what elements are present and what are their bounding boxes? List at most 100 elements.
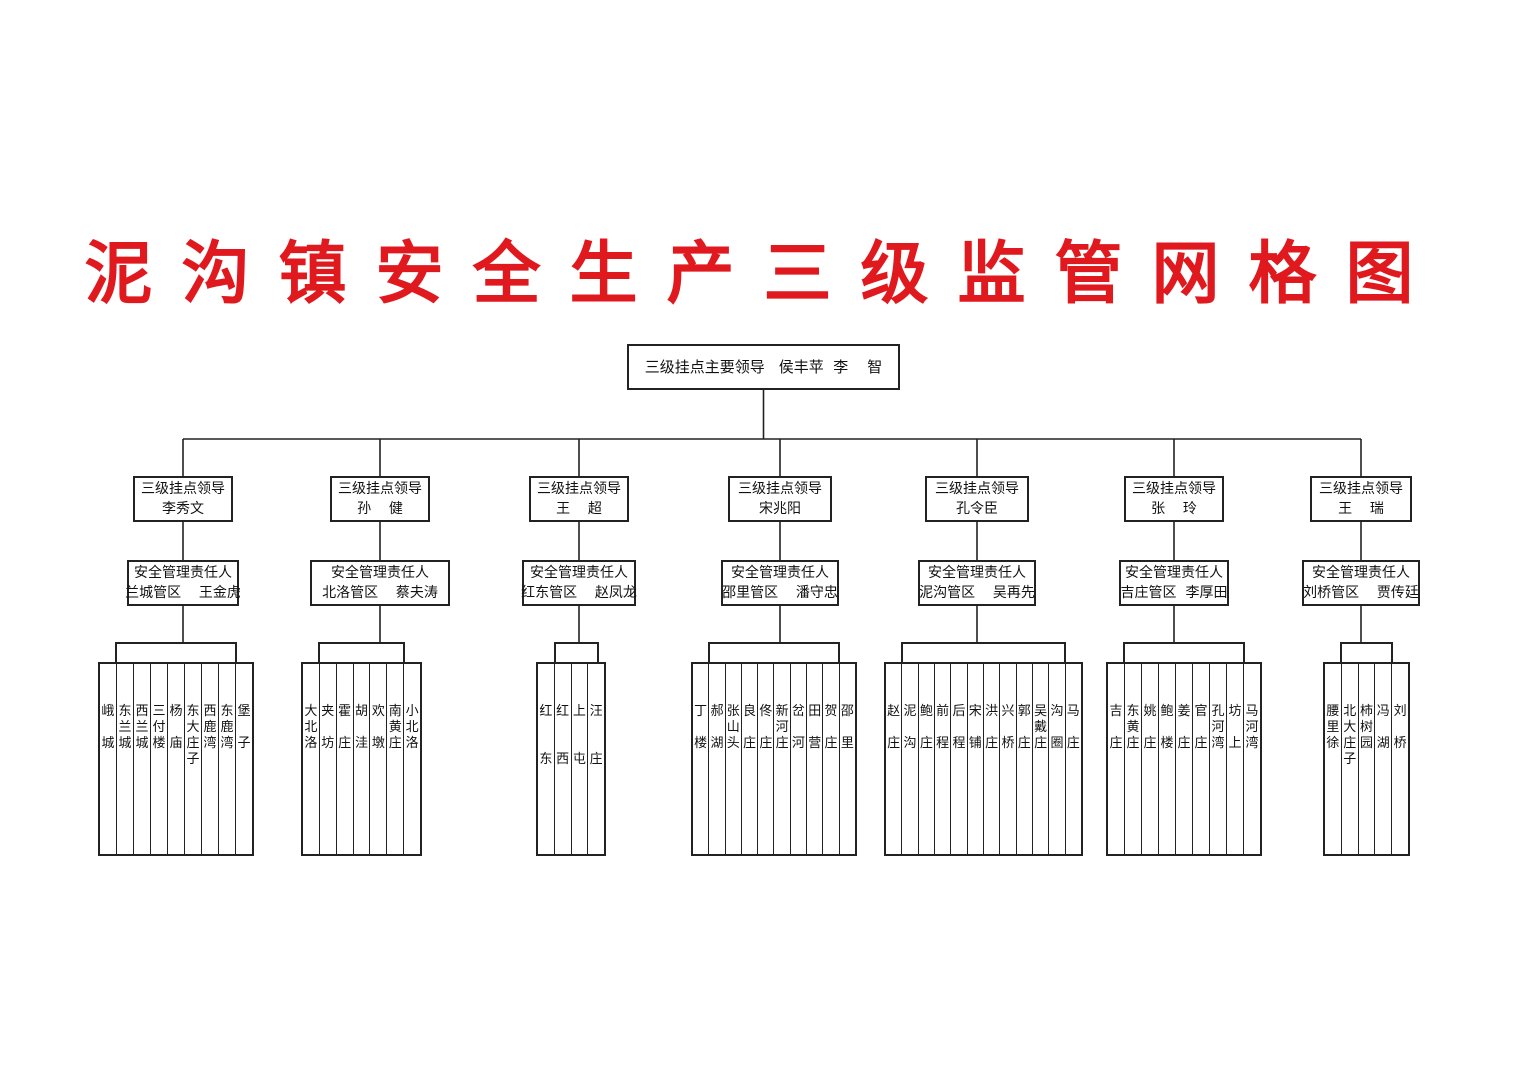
- village-cell: 洪 庄: [984, 664, 1001, 854]
- village-name: 良 庄: [743, 704, 757, 751]
- manager-box: 安全管理责任人吉庄管区 李厚田: [1119, 560, 1229, 606]
- village-name: 红 东: [539, 704, 553, 767]
- manager-label: 安全管理责任人: [731, 565, 829, 581]
- village-cell: 欢 墩: [370, 664, 388, 854]
- village-cell: 坊 上: [1227, 664, 1244, 854]
- leader-name: 李秀文: [162, 501, 204, 517]
- leader-box: 三级挂点领导王 超: [529, 476, 629, 522]
- village-cell: 马 庄: [1066, 664, 1081, 854]
- village-name: 胡 洼: [355, 704, 369, 751]
- village-name: 杨 庙: [169, 704, 183, 751]
- village-cell: 柿 树 园: [1359, 664, 1376, 854]
- leader-label: 三级挂点领导: [935, 481, 1019, 497]
- manager-label: 安全管理责任人: [1312, 565, 1410, 581]
- village-name: 姚 庄: [1143, 704, 1157, 751]
- manager-name: 北洛管区 蔡夫涛: [322, 585, 438, 601]
- village-name: 刘 桥: [1393, 704, 1407, 751]
- top-leader-box: 三级挂点主要领导 侯丰苹 李 智: [627, 344, 900, 390]
- village-cell: 东 兰 城: [117, 664, 134, 854]
- village-name: 田 营: [808, 704, 822, 751]
- manager-label: 安全管理责任人: [928, 565, 1026, 581]
- village-name: 峨 城: [101, 704, 115, 751]
- manager-label: 安全管理责任人: [530, 565, 628, 581]
- village-name: 宋 铺: [968, 704, 982, 751]
- village-name: 鲍 楼: [1160, 704, 1174, 751]
- village-cell: 腰 里 徐: [1325, 664, 1342, 854]
- village-cell: 新 河 庄: [774, 664, 791, 854]
- village-group: 赵 庄泥 沟鲍 庄前 程后 程宋 铺洪 庄兴 桥郭 庄吴 戴 庄沟 圈马 庄: [884, 662, 1083, 856]
- village-bracket: [707, 642, 841, 662]
- manager-box: 安全管理责任人邵里管区 潘守忠: [721, 560, 839, 606]
- village-name: 新 河 庄: [775, 704, 789, 751]
- village-cell: 贺 庄: [823, 664, 840, 854]
- village-group: 丁 楼郝 湖张 山 头良 庄佟 庄新 河 庄岔 河田 营贺 庄邵 里: [691, 662, 857, 856]
- manager-name: 泥沟管区 吴再先: [919, 585, 1035, 601]
- leader-label: 三级挂点领导: [1319, 481, 1403, 497]
- village-name: 西 兰 城: [135, 704, 149, 751]
- village-cell: 夹 坊: [320, 664, 337, 854]
- village-cell: 堡 子: [236, 664, 252, 854]
- village-cell: 沟 圈: [1049, 664, 1066, 854]
- village-cell: 刘 桥: [1392, 664, 1408, 854]
- village-group: 腰 里 徐北 大 庄 子柿 树 园冯 湖刘 桥: [1323, 662, 1410, 856]
- village-cell: 胡 洼: [354, 664, 371, 854]
- village-cell: 姜 庄: [1176, 664, 1193, 854]
- village-cell: 三 付 楼: [151, 664, 168, 854]
- village-name: 后 程: [952, 704, 966, 751]
- village-name: 兴 桥: [1001, 704, 1015, 751]
- manager-box: 安全管理责任人刘桥管区 贾传廷: [1302, 560, 1420, 606]
- village-name: 东 大 庄 子: [186, 704, 200, 767]
- village-bracket: [1340, 642, 1393, 662]
- village-name: 大 北 洛: [304, 704, 318, 751]
- village-name: 郝 湖: [710, 704, 724, 751]
- page-title: 泥沟镇安全生产三级监管网格图: [84, 235, 1443, 314]
- village-cell: 吉 庄: [1108, 664, 1125, 854]
- village-group: 吉 庄东 黄 庄姚 庄鲍 楼姜 庄官 庄孔 河 湾坊 上马 河 湾: [1106, 662, 1262, 856]
- village-bracket: [1123, 642, 1245, 662]
- village-name: 马 河 湾: [1245, 704, 1259, 751]
- manager-box: 安全管理责任人泥沟管区 吴再先: [918, 560, 1036, 606]
- village-cell: 西 鹿 湾: [202, 664, 219, 854]
- manager-box: 安全管理责任人红东管区 赵凤龙: [521, 560, 637, 606]
- village-cell: 马 河 湾: [1244, 664, 1260, 854]
- leader-name: 孔令臣: [956, 501, 998, 517]
- village-cell: 鲍 楼: [1159, 664, 1176, 854]
- manager-name: 红东管区 赵凤龙: [521, 585, 637, 601]
- village-name: 吴 戴 庄: [1034, 704, 1048, 751]
- village-bracket: [318, 642, 405, 662]
- leader-name: 宋兆阳: [759, 501, 801, 517]
- village-cell: 东 大 庄 子: [185, 664, 202, 854]
- leader-box: 三级挂点领导李秀文: [133, 476, 233, 522]
- village-cell: 赵 庄: [886, 664, 903, 854]
- leader-box: 三级挂点领导宋兆阳: [728, 476, 832, 522]
- village-cell: 西 兰 城: [134, 664, 151, 854]
- village-cell: 小 北 洛: [404, 664, 420, 854]
- leader-name: 张 玲: [1151, 501, 1197, 517]
- village-name: 岔 河: [791, 704, 805, 751]
- manager-name: 邵里管区 潘守忠: [722, 585, 838, 601]
- village-group: 大 北 洛夹 坊霍 庄胡 洼欢 墩南 黄 庄小 北 洛: [301, 662, 422, 856]
- leader-label: 三级挂点领导: [738, 481, 822, 497]
- manager-name: 吉庄管区 李厚田: [1120, 585, 1228, 601]
- village-cell: 上 屯: [572, 664, 589, 854]
- village-name: 南 黄 庄: [388, 704, 402, 751]
- village-name: 上 屯: [572, 704, 586, 767]
- manager-label: 安全管理责任人: [1125, 565, 1223, 581]
- village-name: 东 鹿 湾: [220, 704, 234, 751]
- village-name: 北 大 庄 子: [1343, 704, 1357, 767]
- manager-label: 安全管理责任人: [331, 565, 429, 581]
- village-cell: 郭 庄: [1017, 664, 1033, 854]
- leader-box: 三级挂点领导王 瑞: [1310, 476, 1412, 522]
- village-cell: 官 庄: [1193, 664, 1210, 854]
- manager-name: 刘桥管区 贾传廷: [1303, 585, 1419, 601]
- village-name: 官 庄: [1194, 704, 1208, 751]
- leader-box: 三级挂点领导孔令臣: [925, 476, 1029, 522]
- village-name: 郭 庄: [1017, 704, 1031, 751]
- village-name: 霍 庄: [338, 704, 352, 751]
- village-name: 腰 里 徐: [1326, 704, 1340, 751]
- village-bracket: [115, 642, 237, 662]
- village-name: 欢 墩: [371, 704, 385, 751]
- village-name: 丁 楼: [694, 704, 708, 751]
- village-name: 柿 树 园: [1359, 704, 1373, 751]
- top-leader-label: 三级挂点主要领导: [644, 358, 765, 376]
